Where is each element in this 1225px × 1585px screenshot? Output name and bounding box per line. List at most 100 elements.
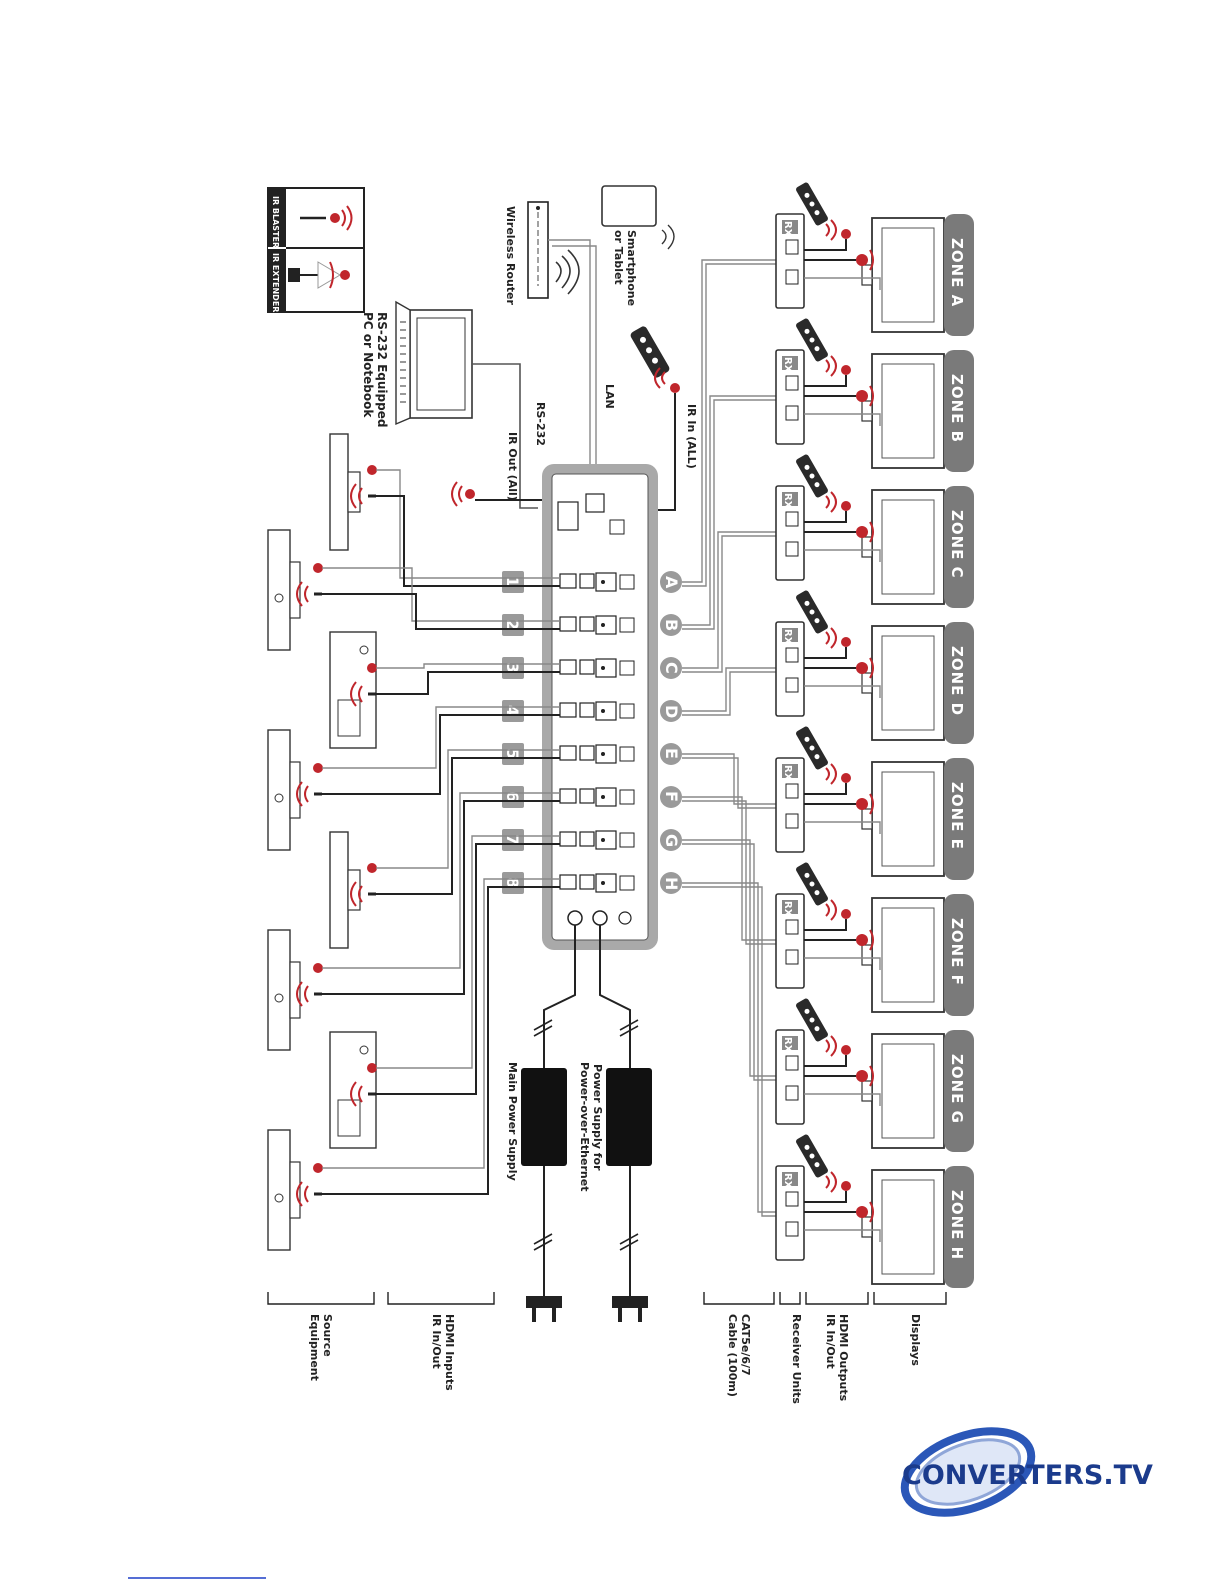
- converters-tv-logo: CONVERTERS.TV: [900, 1427, 1153, 1517]
- remote-F: [796, 862, 828, 906]
- remote-G: [796, 998, 828, 1042]
- output-port-F: F: [619, 786, 682, 808]
- legend-hdmi-out-2: IR In/Out: [824, 1314, 837, 1369]
- legend-cat-2: Cable (100m): [726, 1314, 739, 1397]
- remote-A: [796, 182, 828, 226]
- smartphone-tablet: Smartphone or Tablet: [601, 185, 675, 306]
- zone-letter-C: C: [948, 567, 966, 579]
- hdmi-input-cable-6: [322, 792, 560, 969]
- zone-H: ZONE HRX: [775, 1134, 974, 1288]
- zone-label-B: ZONE B: [948, 374, 966, 443]
- legend-receiver: Receiver Units: [790, 1314, 803, 1404]
- input-port-4: 4: [502, 700, 617, 722]
- receiver-label-F: RX: [782, 901, 793, 917]
- ir-emitter-B: [856, 390, 868, 402]
- poe-power-supply: [606, 1068, 652, 1166]
- zone-B: ZONE B RX: [775, 318, 974, 472]
- zone-label-F: ZONE F: [948, 918, 966, 986]
- receiver-label-B: RX: [782, 357, 793, 373]
- ir-out-all-label: IR Out (All): [506, 432, 519, 501]
- receiver-label-G: RX: [782, 1037, 793, 1053]
- legend-source-1: Source: [321, 1314, 334, 1357]
- ir-port: [609, 519, 625, 535]
- source-device-4: [267, 729, 323, 851]
- legend: [267, 1292, 947, 1305]
- hdmi-input-cable-5: [376, 749, 560, 869]
- rs232-notebook: RS-232 Equipped PC or Notebook: [361, 300, 473, 427]
- cat-cable-G: [682, 839, 776, 1077]
- hdmi-input-cable-1: [376, 469, 560, 579]
- output-port-G: G: [619, 829, 682, 851]
- source-device-5: [329, 831, 377, 949]
- output-badge-G: [660, 829, 682, 851]
- power-switch: [618, 911, 632, 925]
- ir-input-cable-3: [376, 671, 560, 695]
- input-port-8: 8: [502, 872, 617, 894]
- output-port-C: C: [619, 657, 682, 679]
- poe-power-port: [592, 910, 608, 926]
- main-power-plug: [526, 1296, 562, 1308]
- ir-emitter-H: [856, 1206, 868, 1218]
- output-label-G: G: [662, 834, 681, 847]
- input-port-5: 5: [502, 743, 617, 765]
- zone-tab-F: [944, 894, 974, 1016]
- zone-label-G: ZONE G: [948, 1054, 966, 1124]
- ir-input-cable-2: [322, 593, 560, 630]
- zone-letter-H: H: [948, 1247, 966, 1261]
- ir-extender-label: IR EXTENDER: [271, 253, 280, 312]
- hdmi-input-cable-3: [376, 663, 560, 669]
- zone-F: ZONE F RX: [775, 862, 974, 1016]
- input-badge-1: [502, 571, 524, 593]
- zone-letter-G: G: [948, 1111, 966, 1124]
- zone-C: ZONE CRX: [775, 454, 974, 608]
- cat-cable-A: [682, 259, 776, 583]
- output-port-A: A: [619, 571, 682, 593]
- input-port-6: 6: [502, 786, 617, 808]
- zone-letter-B: B: [948, 431, 966, 443]
- ir-input-cable-5: [376, 757, 560, 895]
- ir-emitter-E: [856, 798, 868, 810]
- output-badge-C: [660, 657, 682, 679]
- wifi-icon: [661, 224, 675, 250]
- input-badge-6: [502, 786, 524, 808]
- receiver-label-D: RX: [782, 629, 793, 645]
- output-label-C: C: [662, 662, 681, 674]
- cat-cable-D: [682, 667, 776, 712]
- zone-tab-D: [944, 622, 974, 744]
- input-badge-4: [502, 700, 524, 722]
- cat-cable-F: [682, 796, 776, 941]
- zone-label-E: ZONE E: [948, 782, 966, 850]
- input-label-6: 6: [503, 791, 522, 802]
- lan-cable: [548, 239, 596, 485]
- ir-emitter-A: [856, 254, 868, 266]
- ir-input-cable-1: [376, 495, 560, 587]
- output-port-B: B: [619, 614, 682, 636]
- output-label-D: D: [662, 705, 681, 718]
- wireless-router-label: Wireless Router: [504, 206, 517, 306]
- ir-in-all-label: IR In (ALL): [685, 404, 698, 469]
- ir-emitter-F: [856, 934, 868, 946]
- input-badge-8: [502, 872, 524, 894]
- logo-text: CONVERTERS.TV: [902, 1460, 1153, 1491]
- ir-accessory-box: IR BLASTER IR EXTENDER: [267, 187, 365, 313]
- zone-G: ZONE G RX: [775, 998, 974, 1152]
- zone-tab-A: [944, 214, 974, 336]
- zone-tab-C: [944, 486, 974, 608]
- output-port-D: D: [619, 700, 682, 722]
- ir-input-cable-4: [322, 714, 560, 795]
- output-label-A: A: [662, 576, 681, 589]
- wireless-router: Wireless Router: [504, 201, 580, 306]
- zone-tab-B: [944, 350, 974, 472]
- remote-B: [796, 318, 828, 362]
- input-port-3: 3: [502, 657, 617, 679]
- ir-extender-icon: [288, 268, 300, 282]
- output-badge-D: [660, 700, 682, 722]
- ir-emitter-D: [856, 662, 868, 674]
- zone-letter-F: F: [948, 975, 966, 986]
- input-port-7: 7: [502, 829, 617, 851]
- source-device-8: [267, 1129, 323, 1251]
- remote-D: [796, 590, 828, 634]
- input-label-1: 1: [503, 576, 522, 587]
- cat-cable-E: [682, 753, 776, 805]
